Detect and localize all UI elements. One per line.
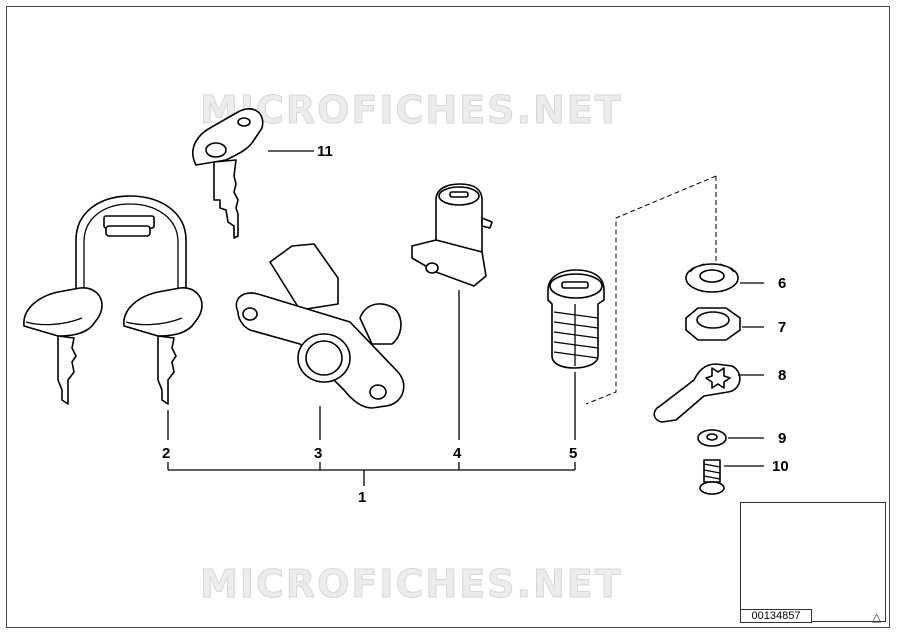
callout-10[interactable]: 10 <box>772 458 789 475</box>
part-9-lock-washer[interactable] <box>697 429 727 447</box>
part-3-lock-housing[interactable] <box>235 243 405 409</box>
callout-9[interactable]: 9 <box>778 430 787 447</box>
assembly-bracket <box>167 462 576 486</box>
callout-11[interactable]: 11 <box>317 143 333 160</box>
part-11-key[interactable] <box>192 108 264 239</box>
callout-8[interactable]: 8 <box>778 367 787 384</box>
diagram-frame <box>6 6 890 628</box>
callout-4[interactable]: 4 <box>453 445 462 462</box>
part-5-lock-barrel[interactable] <box>547 269 605 369</box>
callout-6[interactable]: 6 <box>778 275 787 292</box>
document-number: 00134857 <box>740 609 812 623</box>
vehicle-location-inset <box>740 502 886 622</box>
callout-3[interactable]: 3 <box>314 445 323 462</box>
part-10-screw[interactable] <box>699 459 725 495</box>
part-6-serrated-washer[interactable] <box>685 263 739 293</box>
warning-triangle-icon: △ <box>872 610 882 624</box>
part-4-lock-cylinder[interactable] <box>411 183 493 287</box>
watermark-bottom: MICROFICHES.NET <box>200 562 623 607</box>
part-8-lock-cam[interactable] <box>653 363 741 423</box>
callout-7[interactable]: 7 <box>778 319 787 336</box>
callout-5[interactable]: 5 <box>569 445 578 462</box>
callout-2[interactable]: 2 <box>162 445 171 462</box>
callout-1[interactable]: 1 <box>358 489 367 506</box>
assembly-dashed-line <box>585 175 717 405</box>
part-7-hex-nut[interactable] <box>685 307 741 341</box>
watermark-top: MICROFICHES.NET <box>200 88 623 133</box>
part-2-key-set[interactable] <box>23 195 203 405</box>
